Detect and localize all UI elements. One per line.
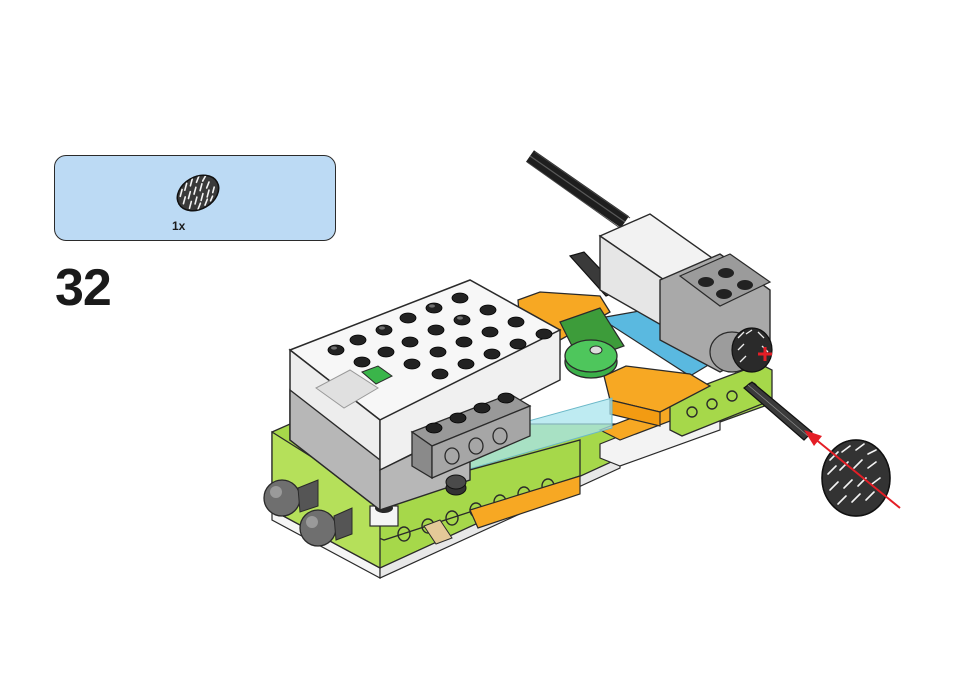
grey-brick [410, 392, 532, 480]
dark-knob [445, 474, 467, 496]
parts-list-box: 1x [54, 155, 336, 241]
part-quantity: 1x [172, 219, 186, 233]
lime-side-left [263, 430, 399, 570]
axle-front [743, 381, 813, 441]
insertion-arrow [804, 430, 901, 509]
motor-cable [526, 150, 631, 229]
gear-tire-icon [171, 168, 225, 223]
green-turntable [559, 307, 625, 379]
motor [598, 213, 773, 373]
gear-tire-part [821, 439, 891, 517]
tan-pin [423, 519, 453, 545]
step-number: 32 [55, 259, 112, 317]
axle-insert-marker [758, 347, 772, 361]
